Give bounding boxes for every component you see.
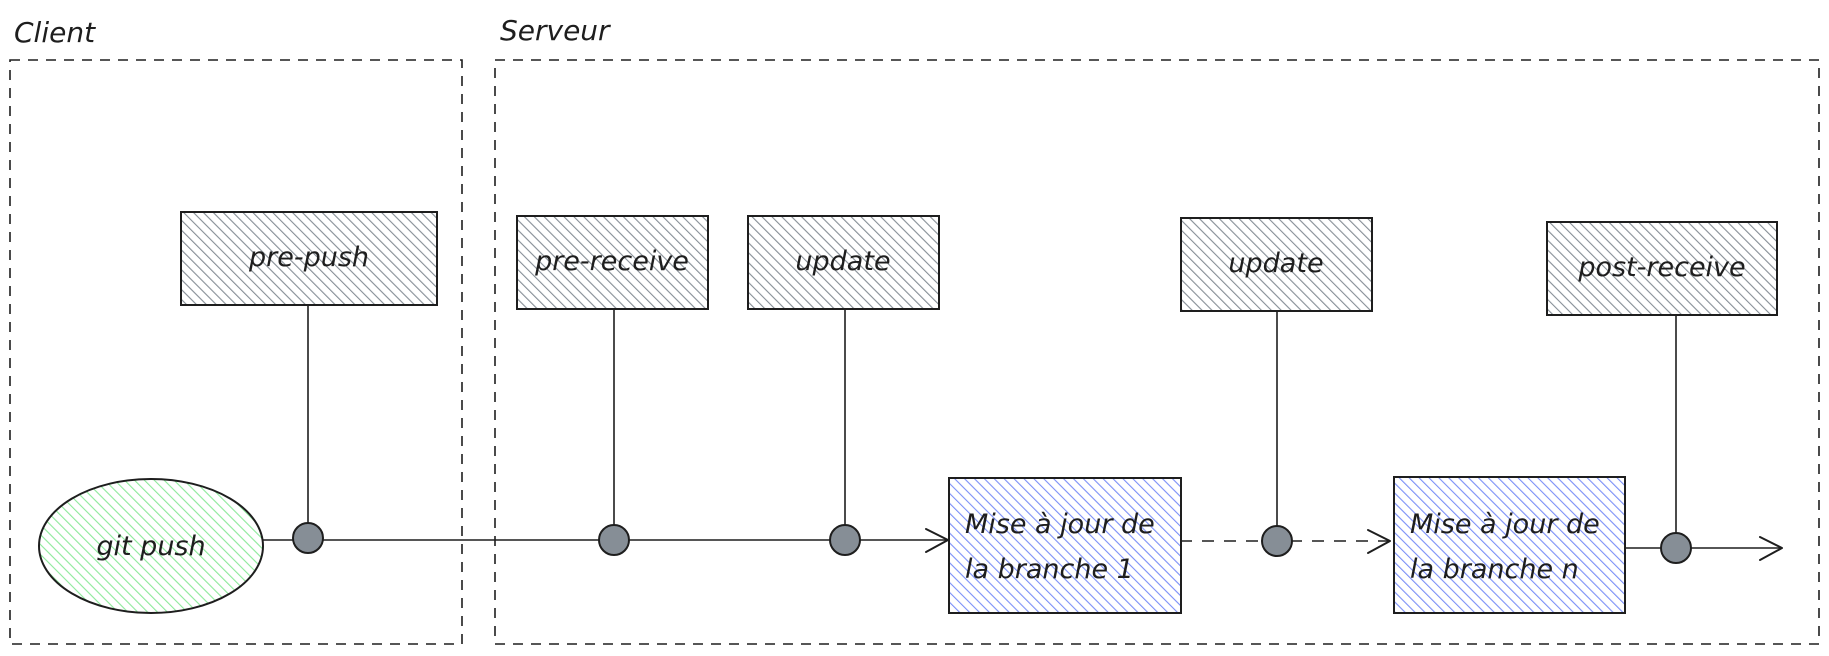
git-push-label: git push (96, 531, 205, 562)
dot-pre-push (292, 522, 324, 554)
server-region-title: Serveur (500, 14, 611, 47)
hook-label-update-n: update (1228, 248, 1323, 279)
client-region-title: Client (14, 16, 96, 49)
hook-label-post-receive: post-receive (1577, 252, 1745, 283)
branch-1-line1: Mise à jour de (965, 509, 1155, 540)
server-region: Serveur (494, 14, 1820, 645)
hook-post-receive: post-receive (1546, 221, 1778, 316)
hook-pre-receive: pre-receive (516, 215, 709, 310)
dot-update-n (1261, 525, 1293, 557)
branch-n-line1: Mise à jour de (1410, 509, 1600, 540)
hook-update-1: update (747, 215, 940, 310)
git-push-node: git push (38, 478, 264, 614)
hook-label-pre-receive: pre-receive (534, 246, 689, 277)
hook-label-update-1: update (795, 246, 890, 277)
dot-pre-receive (598, 524, 630, 556)
hook-pre-push: pre-push (180, 211, 438, 306)
arrowhead-end (1759, 536, 1783, 561)
branch-update-n: Mise à jour de la branche n (1393, 476, 1626, 614)
client-region: Client (9, 16, 463, 645)
arrowhead-to-branch-n (1367, 529, 1391, 554)
hook-update-n: update (1180, 217, 1373, 312)
dot-update-1 (829, 524, 861, 556)
branch-n-line2: la branche n (1410, 554, 1579, 585)
dot-post-receive (1660, 532, 1692, 564)
hook-stems (307, 305, 1677, 548)
hook-label-pre-push: pre-push (248, 242, 369, 273)
branch-1-line2: la branche 1 (965, 554, 1134, 585)
hook-trigger-dots (292, 522, 1692, 564)
branch-update-1: Mise à jour de la branche 1 (948, 477, 1182, 614)
